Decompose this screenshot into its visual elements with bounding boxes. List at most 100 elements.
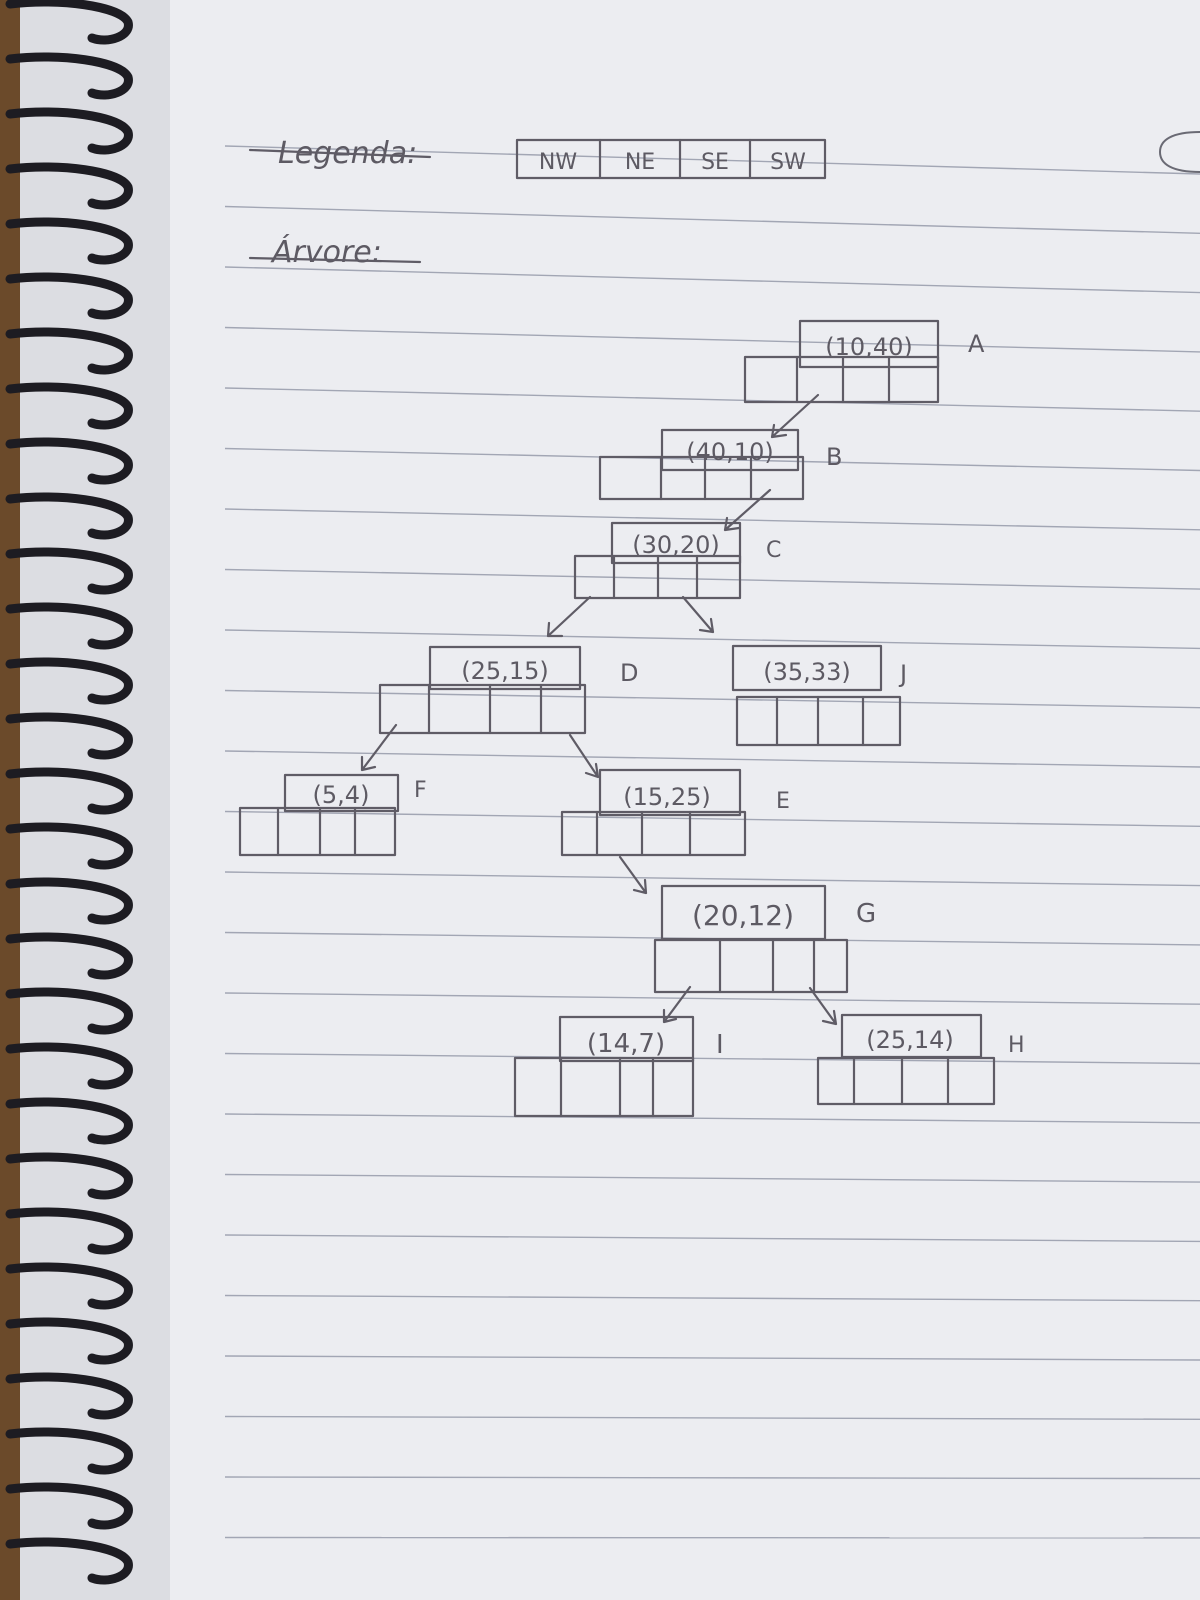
spiral-loop (5, 52, 133, 100)
tree-node-b: (40,10) B (598, 428, 842, 501)
legend-cell-nw: NW (539, 150, 577, 175)
spiral-loop (5, 1427, 133, 1475)
node-coords: (14,7) (587, 1029, 665, 1059)
ruled-line (224, 750, 1200, 768)
spiral-loop (5, 1207, 133, 1255)
ruled-line (224, 1052, 1200, 1065)
node-letter: G (856, 899, 876, 929)
edge-c-j (681, 595, 715, 634)
spiral-loop (5, 1097, 133, 1145)
spiral-loop (5, 217, 133, 265)
node-letter: C (766, 538, 781, 563)
tree-node-c: (30,20) C (573, 521, 781, 600)
tree-node-h: (25,14) H (816, 1013, 1025, 1106)
spiral-loop (5, 822, 133, 870)
page-tab-mark (1158, 131, 1200, 173)
ruled-line (224, 992, 1200, 1005)
spiral-loop (5, 877, 133, 925)
ruled-line (224, 266, 1200, 294)
spiral-loop (5, 1317, 133, 1365)
spiral-loop (5, 327, 133, 375)
ruled-line (224, 326, 1200, 353)
tree-label-underline (248, 256, 422, 264)
node-coords: (40,10) (686, 438, 773, 466)
node-letter: J (898, 660, 907, 688)
ruled-line (224, 387, 1200, 412)
legend-cell-sw: SW (770, 150, 806, 175)
tree-node-e: (15,25) E (560, 768, 790, 857)
ruled-line (224, 1355, 1200, 1361)
edge-c-d (546, 595, 592, 638)
spiral-loop (5, 547, 133, 595)
node-letter: D (620, 659, 638, 687)
node-coords: (15,25) (623, 783, 710, 811)
spiral-loop (5, 602, 133, 650)
spiral-loop (5, 657, 133, 705)
spiral-loop (5, 437, 133, 485)
spiral-loop (5, 1152, 133, 1200)
node-coords: (25,15) (461, 657, 548, 685)
tree-node-a: (10,40) A (743, 319, 985, 404)
node-letter: H (1008, 1033, 1025, 1058)
ruled-line (224, 1415, 1200, 1421)
spiral-loop (5, 1262, 133, 1310)
ruled-line (224, 1173, 1200, 1183)
spiral-loop (5, 1042, 133, 1090)
ruled-line (224, 145, 1200, 175)
ruled-line (224, 447, 1200, 472)
page-shadow (20, 0, 170, 1600)
legend-cell-ne: NE (625, 150, 655, 175)
node-letter: I (716, 1030, 724, 1060)
node-letter: E (776, 789, 790, 814)
spiral-loop (5, 1372, 133, 1420)
node-letter: B (826, 443, 842, 471)
ruled-line (224, 1476, 1200, 1480)
node-letter: A (968, 330, 985, 358)
ruled-line (224, 629, 1200, 650)
node-coords: (35,33) (763, 658, 850, 686)
ruled-line (224, 205, 1200, 234)
ruled-line (224, 810, 1200, 827)
spiral-loop (5, 932, 133, 980)
notebook-page (20, 0, 1200, 1600)
spiral-loop (5, 382, 133, 430)
spiral-loop (5, 0, 133, 45)
ruled-line (224, 1294, 1200, 1302)
ruled-line (224, 1234, 1200, 1243)
ruled-lines (224, 145, 1200, 1539)
legend-quadrant-box: NW NE SE SW (515, 138, 827, 180)
edge-e-g (618, 855, 648, 895)
ruled-line (224, 689, 1200, 709)
legend-cell-se: SE (701, 150, 729, 175)
edge-d-e (568, 733, 600, 779)
tree-node-j: (35,33) J (731, 644, 907, 747)
node-coords: (5,4) (313, 781, 370, 809)
spiral-loop (5, 492, 133, 540)
tree-node-d: (25,15) D (378, 645, 638, 735)
legend-label-underline (248, 148, 432, 159)
tree-node-i: (14,7) I (513, 1015, 724, 1118)
spiral-loop (5, 767, 133, 815)
spiral-loop (5, 107, 133, 155)
spiral-loop (5, 162, 133, 210)
spiral-loop (5, 712, 133, 760)
node-letter: F (414, 778, 427, 803)
ruled-line (224, 568, 1200, 590)
tree-node-g: (20,12) G (653, 884, 876, 994)
ruled-line (224, 508, 1200, 531)
spiral-loop (5, 987, 133, 1035)
tree-node-f: (5,4) F (238, 773, 427, 857)
node-coords: (30,20) (632, 531, 719, 559)
node-coords: (20,12) (692, 899, 794, 932)
ruled-line (224, 1113, 1200, 1124)
spiral-loop (5, 272, 133, 320)
tree-edges (360, 393, 838, 1026)
spiral-loop (5, 1537, 133, 1585)
tree-label: Árvore: (270, 234, 382, 270)
spiral-loop (5, 1482, 133, 1530)
spiral-binding (5, 0, 133, 1585)
edge-g-h (808, 986, 838, 1026)
ruled-line (224, 871, 1200, 887)
node-coords: (25,14) (866, 1026, 953, 1054)
